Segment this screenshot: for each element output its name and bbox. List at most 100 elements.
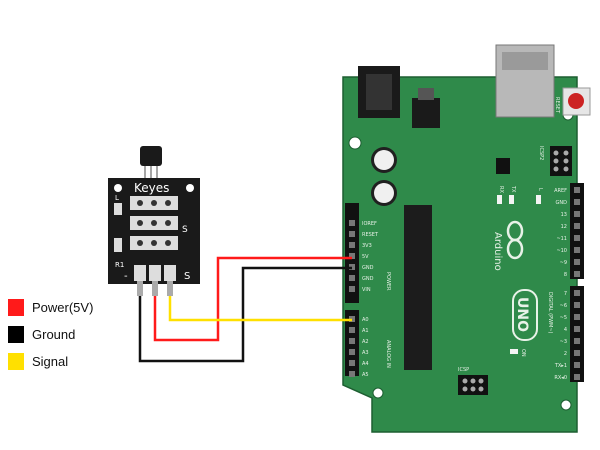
legend-swatch-ground [8,326,24,343]
voltage-regulator [412,98,440,128]
reset-label: RESET [554,97,560,114]
legend-swatch-power [8,299,24,316]
ground-wire [138,266,352,363]
tx-label: TX [510,185,516,193]
pin-label-s-bottom: S [184,271,190,282]
hall-sensor-module: Keyes L R1 S - S [108,146,200,296]
power-header-label: IOREF [362,221,377,227]
digital-top-label: ~11 [556,236,567,242]
digital-bottom-label: ~5 [560,315,567,321]
keyes-brand: Keyes [134,181,169,195]
legend-label-signal: Signal [32,354,68,369]
digital-bottom-label: TX▸1 [554,363,567,369]
digital-bottom-label: 7 [564,291,567,297]
l-label: L [537,188,543,191]
analog-header-pin [349,349,355,355]
analog-group-label: ANALOG IN [385,340,391,368]
arduino-uno-board: RESET ICSP2 RX TX L [342,44,591,433]
legend-item-signal: Signal [8,353,68,370]
digital-bottom-pin [574,302,580,308]
digital-bottom-pin [574,350,580,356]
analog-header-pin [349,327,355,333]
analog-header-pin [349,360,355,366]
power-header-pin [349,231,355,237]
power-group-label: POWER [385,272,391,291]
arduino-name: Arduino [492,232,503,271]
icsp-label: ICSP [458,367,469,373]
digital-top-pin [574,235,580,241]
digital-top-label: ~10 [556,248,567,254]
digital-top-label: ~9 [560,260,567,266]
legend-label-power: Power(5V) [32,300,93,315]
digital-bottom-label: 2 [564,351,567,357]
power-wire [153,256,352,342]
status-leds: RX TX L [497,185,543,204]
digital-top-label: 12 [561,224,567,230]
digital-top-pin [574,247,580,253]
module-header-grid [130,196,178,250]
digital-bottom-pin [574,314,580,320]
pin-label-s-top: S [182,225,188,235]
digital-bottom-pin [574,326,580,332]
digital-bottom-label: ~6 [560,303,567,309]
digital-top-label: 8 [564,272,567,278]
power-header-label: 5V [362,254,369,260]
digital-bottom-pin [574,338,580,344]
digital-top-pin [574,187,580,193]
legend-item-power: Power(5V) [8,299,93,316]
digital-bottom-pin [574,362,580,368]
power-header-label: GND [362,276,374,282]
rx-label: RX [498,186,504,193]
atmega-chip [404,205,432,370]
power-header-pin [349,275,355,281]
wire-legend: Power(5V) Ground Signal [8,299,93,370]
digital-group-label: DIGITAL (PWM~) [547,292,553,334]
analog-header-label: A2 [362,339,369,345]
digital-bottom-pin [574,374,580,380]
digital-bottom-pin [574,290,580,296]
digital-top-label: 13 [561,212,567,218]
analog-header-label: A4 [362,361,369,367]
digital-bottom-label: 4 [564,327,567,333]
power-header-pin [349,253,355,259]
digital-top-pin [574,223,580,229]
legend-swatch-signal [8,353,24,370]
digital-top-pin [574,211,580,217]
power-header-pin [349,220,355,226]
uno-name: UNO [514,297,530,332]
analog-header-label: A3 [362,350,369,356]
digital-top-label: GND [556,200,568,206]
analog-header-label: A0 [362,317,369,323]
analog-header-label: A1 [362,328,369,334]
analog-header-label: A5 [362,372,369,378]
on-label: ON [520,349,526,357]
signal-wire [168,296,352,322]
digital-top-pin [574,271,580,277]
digital-header-top: AREF GND 13 12 ~11 ~10 ~9 8 [554,183,584,279]
label-l: L [115,194,119,202]
hall-sensor-chip [140,146,162,166]
power-header-label: RESET [362,232,379,238]
digital-top-pin [574,259,580,265]
legend-item-ground: Ground [8,326,75,343]
power-header-pin [349,286,355,292]
wires [138,256,352,363]
analog-header-pin [349,338,355,344]
icsp2-label: ICSP2 [538,146,544,160]
capacitors [371,147,397,206]
module-output-pins [134,265,176,296]
digital-top-label: AREF [554,188,567,194]
power-header-pin [349,242,355,248]
icsp-header: ICSP [458,367,488,395]
power-header-label: GND [362,265,374,271]
uno-logo: UNO [512,289,538,341]
pin-label-minus: - [124,271,128,282]
power-header-label: VIN [362,287,371,293]
digital-bottom-label: RX◂0 [554,375,567,381]
legend-label-ground: Ground [32,327,75,342]
